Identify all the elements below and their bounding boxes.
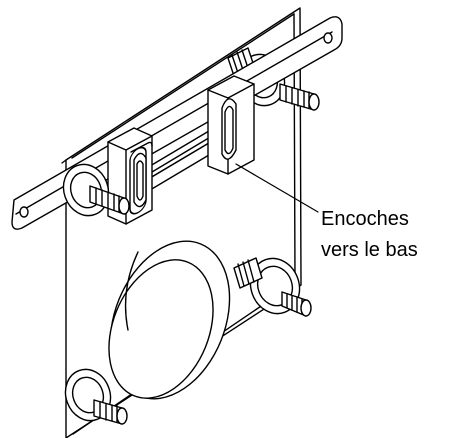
- circular-port: [108, 240, 231, 400]
- clamp-right: [207, 75, 255, 175]
- fitting-bottom-right: [233, 257, 312, 317]
- callout-line-2: vers le bas: [321, 239, 418, 261]
- fitting-left: [62, 163, 130, 217]
- callout-line-1: Encoches: [321, 208, 409, 230]
- callout-leader-line: [235, 163, 319, 213]
- fitting-bottom-left: [64, 368, 128, 425]
- callout-label: Encoches vers le bas: [321, 204, 418, 266]
